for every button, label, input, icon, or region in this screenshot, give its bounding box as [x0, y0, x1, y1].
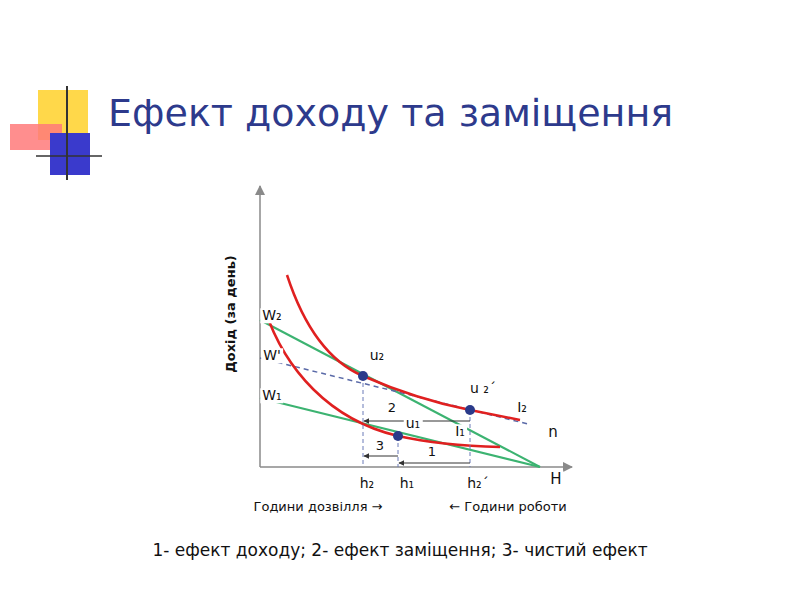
- budget-line: [260, 320, 540, 467]
- axis-title: Години дозвілля →: [252, 500, 385, 514]
- curve-label: I₁: [453, 424, 467, 439]
- axis-title: Дохід (за день): [224, 253, 238, 375]
- point-label: u₁: [404, 416, 423, 431]
- decor-square: [50, 133, 90, 175]
- y-axis: [259, 186, 261, 467]
- axis-title: ← Години роботи: [447, 500, 569, 514]
- effect-arrow: [399, 463, 470, 464]
- budget-line: [260, 398, 540, 467]
- callout-number: 2: [386, 401, 398, 415]
- effect-arrow: [364, 456, 398, 457]
- intercept-label: W': [261, 348, 283, 363]
- tick-label: h₂: [358, 476, 377, 491]
- guide-line: [363, 376, 364, 467]
- tick-label: h₁: [398, 476, 417, 491]
- point-label: u₂: [368, 348, 387, 363]
- intercept-label: W₂: [260, 308, 283, 323]
- slide-title: Ефект доходу та заміщення: [108, 93, 673, 135]
- equilibrium-dot: [465, 405, 475, 415]
- callout-number: 1: [426, 445, 438, 459]
- guide-line: [470, 410, 471, 467]
- caption: 1- ефект доходу; 2- ефект заміщення; 3- …: [152, 541, 647, 560]
- decor-line: [66, 86, 68, 180]
- point-label: u ₂´: [468, 381, 498, 396]
- intercept-label: W₁: [260, 388, 283, 403]
- indifference-curve: [265, 310, 500, 447]
- axis-label: H: [548, 471, 563, 488]
- curve-label: I₂: [515, 400, 529, 415]
- tick-label: h₂´: [465, 476, 491, 491]
- line-label: n: [546, 424, 560, 441]
- x-axis: [260, 466, 572, 468]
- decor-line: [36, 155, 102, 157]
- equilibrium-dot: [393, 431, 403, 441]
- callout-number: 3: [374, 439, 386, 453]
- equilibrium-dot: [358, 371, 368, 381]
